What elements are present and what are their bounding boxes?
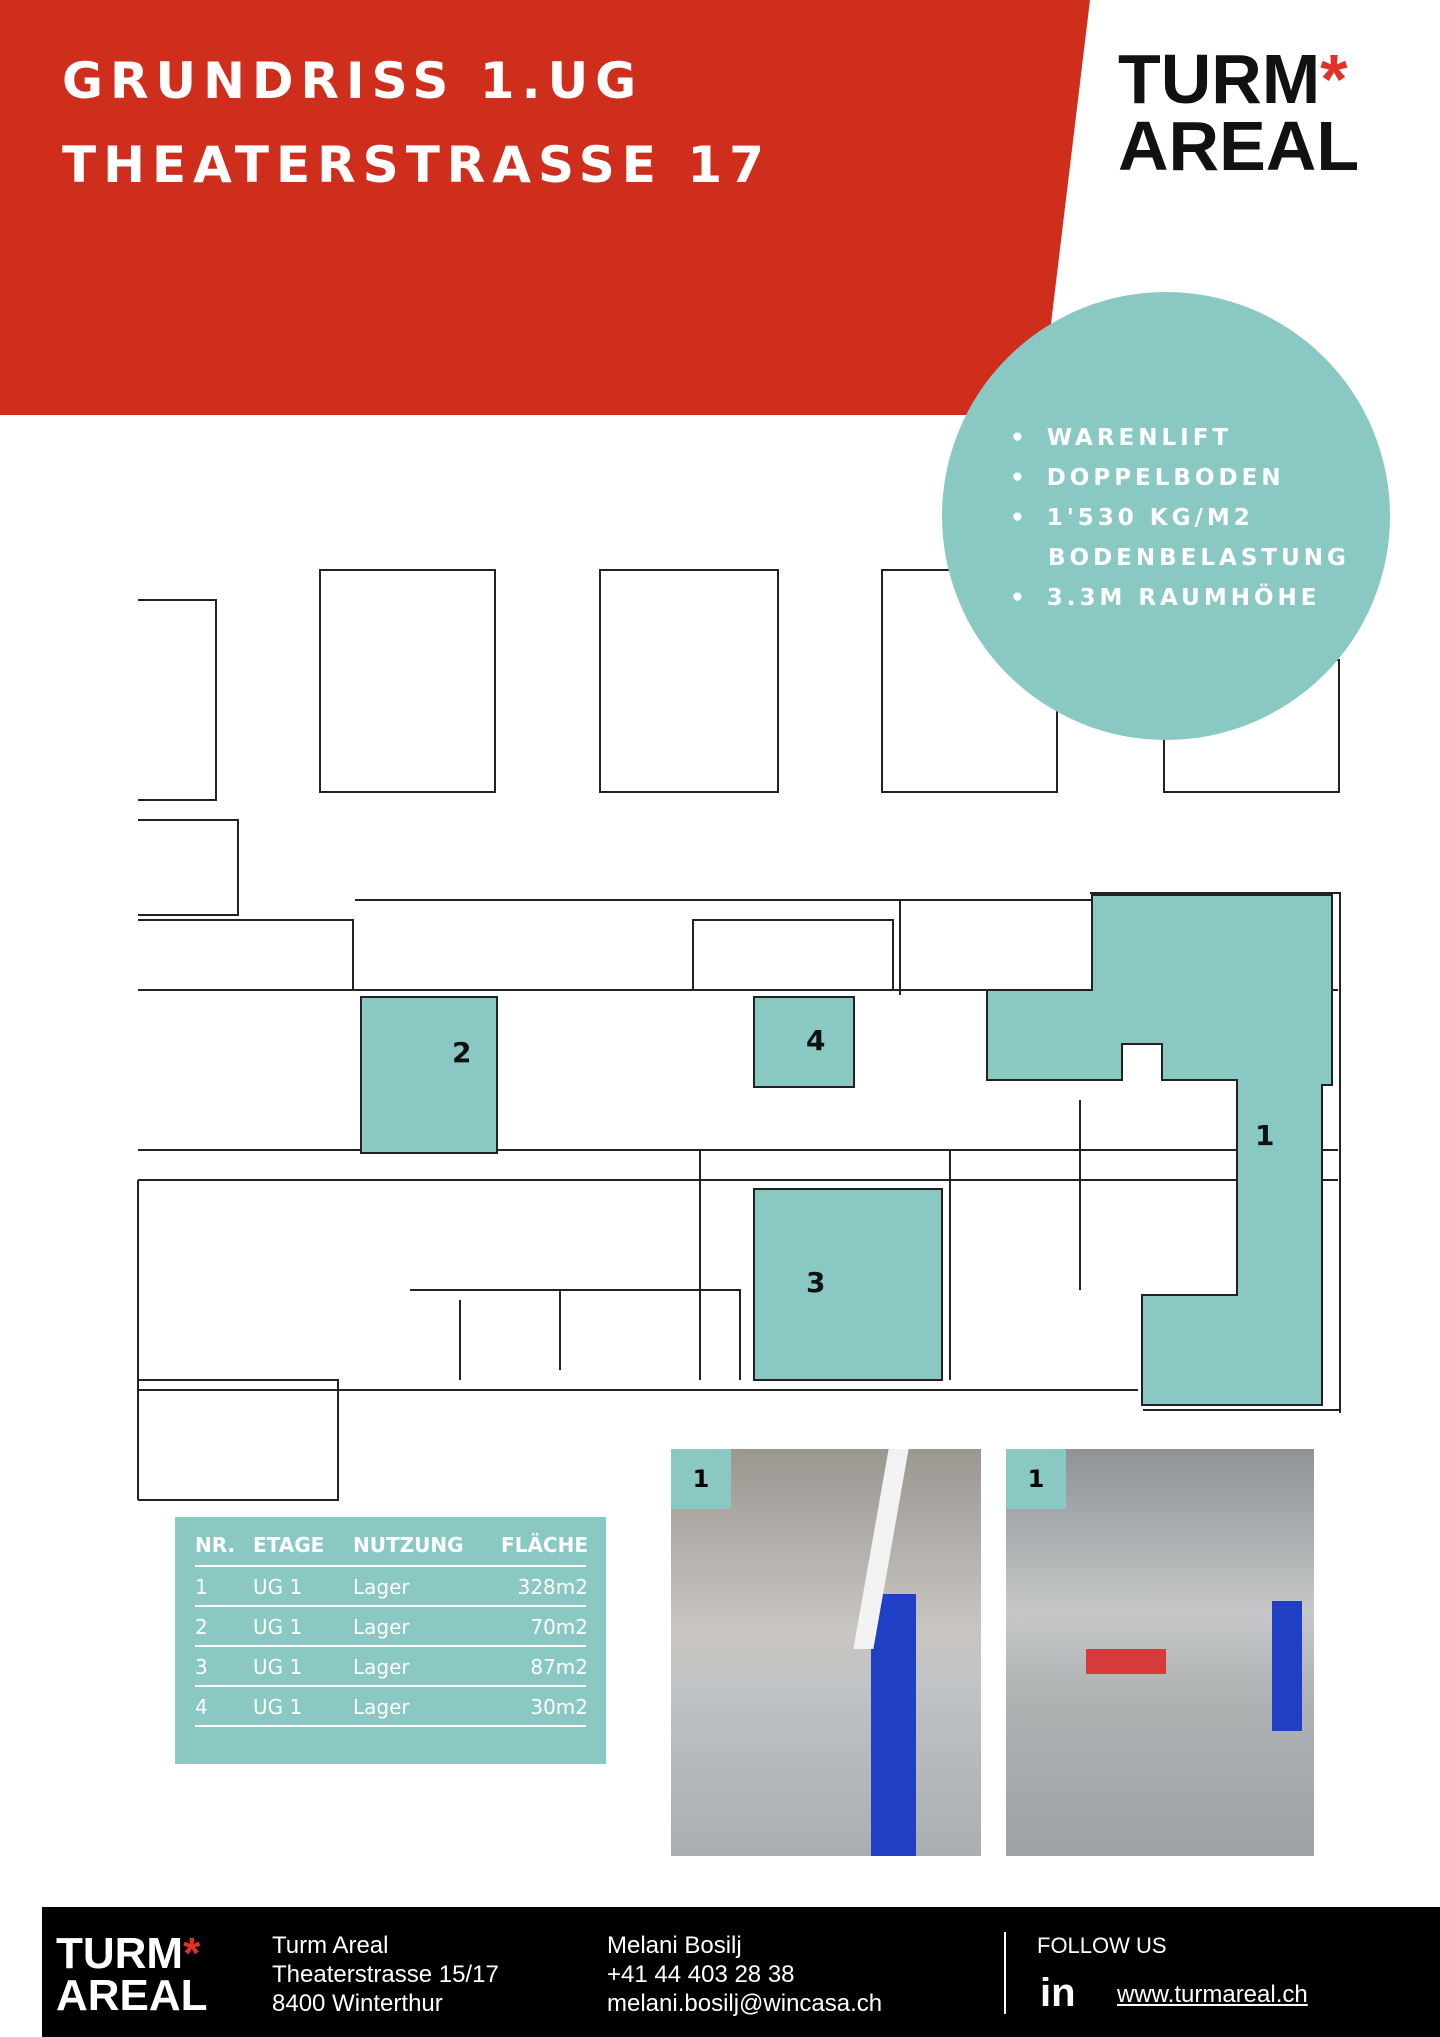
street: Theaterstrasse 15/17 bbox=[272, 1961, 499, 1988]
follow-us-label: FOLLOW US bbox=[1037, 1933, 1167, 1958]
cell: Lager bbox=[353, 1695, 410, 1719]
page-title: GRUNDRISS 1.UG bbox=[62, 52, 644, 110]
logo-asterisk: * bbox=[1320, 40, 1348, 118]
table-row: 2 UG 1 Lager 70m2 bbox=[195, 1607, 588, 1647]
footer: TURM* AREAL Turm Areal Theaterstrasse 15… bbox=[42, 1907, 1440, 2037]
cell: UG 1 bbox=[253, 1655, 303, 1679]
room-2 bbox=[360, 996, 498, 1154]
email-link[interactable]: melani.bosilj@wincasa.ch bbox=[607, 1990, 883, 2017]
room-label-3: 3 bbox=[806, 1266, 825, 1299]
cell: UG 1 bbox=[253, 1575, 303, 1599]
cell: 1 bbox=[195, 1575, 208, 1599]
cell: 87m2 bbox=[530, 1655, 588, 1679]
cell: UG 1 bbox=[253, 1695, 303, 1719]
cell: 70m2 bbox=[530, 1615, 588, 1639]
company-name: Turm Areal bbox=[272, 1932, 389, 1959]
room-4 bbox=[753, 996, 855, 1088]
table-header: NR. ETAGE NUTZUNG FLÄCHE bbox=[195, 1527, 588, 1567]
address-block: Turm Areal Theaterstrasse 15/17 8400 Win… bbox=[272, 1931, 499, 2018]
contact-name: Melani Bosilj bbox=[607, 1932, 742, 1959]
area-table: NR. ETAGE NUTZUNG FLÄCHE 1 UG 1 Lager 328m2… bbox=[175, 1517, 606, 1764]
room-3 bbox=[753, 1188, 943, 1381]
room-1 bbox=[986, 894, 1333, 1406]
table-row: 1 UG 1 Lager 328m2 bbox=[195, 1567, 588, 1607]
features-list: WARENLIFT DOPPELBODEN 1'530 KG/M2 BODENB… bbox=[1010, 418, 1350, 618]
feature-item: BODENBELASTUNG bbox=[1048, 545, 1350, 571]
phone-link[interactable]: +41 44 403 28 38 bbox=[607, 1961, 795, 1988]
table-row: 4 UG 1 Lager 30m2 bbox=[195, 1687, 588, 1727]
photo-room-1b: 1 bbox=[1006, 1449, 1314, 1856]
cell: 30m2 bbox=[530, 1695, 588, 1719]
logo: TURM* AREAL bbox=[1118, 44, 1360, 185]
page-subtitle: THEATERSTRASSE 17 bbox=[62, 136, 771, 194]
col-nutzung: NUTZUNG bbox=[353, 1533, 464, 1557]
cell: 3 bbox=[195, 1655, 208, 1679]
contact-block: Melani Bosilj +41 44 403 28 38 melani.bo… bbox=[607, 1931, 882, 2018]
col-etage: ETAGE bbox=[253, 1533, 325, 1557]
cell: Lager bbox=[353, 1575, 410, 1599]
logo-line1: TURM bbox=[1118, 40, 1321, 118]
col-flaeche: FLÄCHE bbox=[501, 1533, 588, 1557]
cell: Lager bbox=[353, 1615, 410, 1639]
blue-column bbox=[871, 1594, 916, 1856]
cell: 4 bbox=[195, 1695, 208, 1719]
cell: UG 1 bbox=[253, 1615, 303, 1639]
col-nr: NR. bbox=[195, 1533, 236, 1557]
linkedin-icon[interactable]: in bbox=[1040, 1971, 1076, 2015]
room-label-1: 1 bbox=[1255, 1119, 1274, 1152]
logo-line2: AREAL bbox=[1118, 106, 1360, 185]
table-row: 3 UG 1 Lager 87m2 bbox=[195, 1647, 588, 1687]
logo-asterisk: * bbox=[183, 1929, 201, 1978]
blue-column bbox=[1272, 1601, 1302, 1731]
logo-line1: TURM bbox=[56, 1929, 184, 1978]
feature-item: WARENLIFT bbox=[1010, 418, 1350, 458]
divider bbox=[1004, 1932, 1006, 2014]
footer-logo: TURM* AREAL bbox=[56, 1932, 208, 2020]
cell: Lager bbox=[353, 1655, 410, 1679]
feature-item: DOPPELBODEN bbox=[1010, 458, 1350, 498]
room-label-4: 4 bbox=[806, 1024, 825, 1057]
cell: 2 bbox=[195, 1615, 208, 1639]
logo-line2: AREAL bbox=[56, 1970, 208, 2020]
feature-item: 1'530 KG/M2 bbox=[1010, 498, 1350, 538]
feature-item: 3.3M RAUMHÖHE bbox=[1010, 578, 1350, 618]
photo-badge: 1 bbox=[1006, 1449, 1066, 1509]
room-label-2: 2 bbox=[452, 1036, 471, 1069]
website-link[interactable]: www.turmareal.ch bbox=[1117, 1981, 1308, 2008]
photo-room-1a: 1 bbox=[671, 1449, 981, 1856]
cell: 328m2 bbox=[517, 1575, 588, 1599]
photo-badge: 1 bbox=[671, 1449, 731, 1509]
header-banner bbox=[0, 0, 1090, 415]
city: 8400 Winterthur bbox=[272, 1990, 443, 2017]
